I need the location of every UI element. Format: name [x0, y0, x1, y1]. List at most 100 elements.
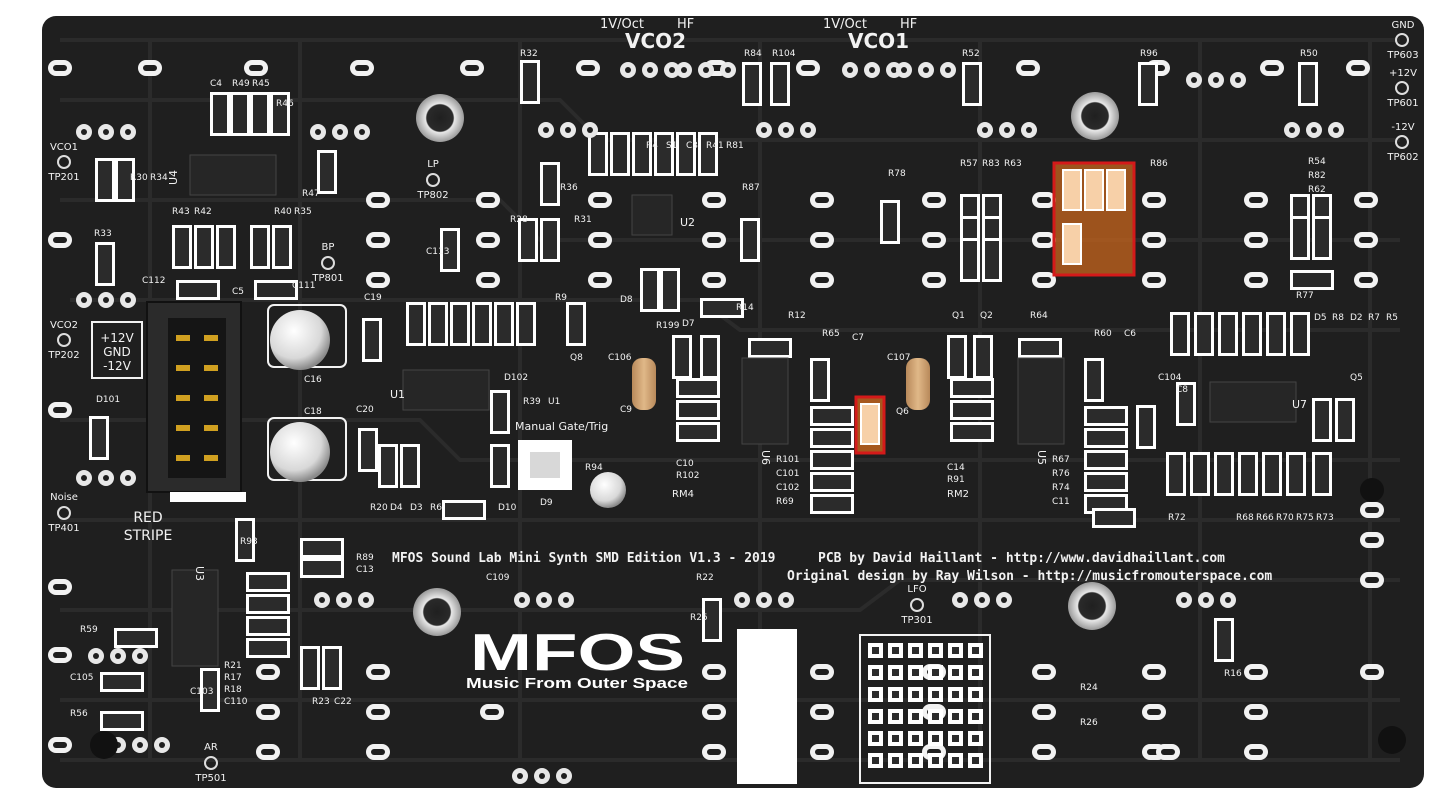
pad-oval: [1244, 232, 1268, 248]
smd-part: [950, 400, 994, 420]
smd-part: [246, 616, 290, 636]
pad-oval: [480, 704, 504, 720]
designator-label: R69: [776, 497, 794, 507]
designator-label: C8: [1176, 385, 1188, 395]
svg-text:U5: U5: [1035, 450, 1048, 465]
pad-oval: [1354, 192, 1378, 208]
designator-label: R67: [1052, 455, 1070, 465]
smd-part: [740, 218, 760, 262]
smd-part: [1290, 312, 1310, 356]
smd-part: [520, 60, 540, 104]
pad-oval: [1032, 232, 1056, 248]
designator-label: C113: [426, 247, 449, 257]
designator-label: C13: [356, 565, 374, 575]
smd-part: [1084, 450, 1128, 470]
svg-text:TP201: TP201: [47, 172, 79, 183]
pad-oval: [1032, 704, 1056, 720]
ic-packages: [171, 154, 1297, 667]
pad-oval: [1244, 192, 1268, 208]
pad-oval: [48, 60, 72, 76]
designator-label: R22: [696, 573, 714, 583]
designator-label: C18: [304, 407, 322, 417]
smd-part: [1290, 216, 1310, 260]
svg-text:TP202: TP202: [47, 350, 79, 361]
pad-oval: [922, 232, 946, 248]
smd-part: [254, 280, 298, 300]
svg-text:BP: BP: [322, 242, 335, 253]
smd-part: [230, 92, 250, 136]
testpoint-gnd: GND TP603: [1386, 20, 1418, 61]
designator-label: R84: [744, 49, 762, 59]
smd-part: [1238, 452, 1258, 496]
smd-part: [322, 646, 342, 690]
manual-gate-label: Manual Gate/Trig: [515, 420, 608, 433]
pad-oval: [366, 272, 390, 288]
pad-oval: [1016, 60, 1040, 76]
designator-label: R50: [1300, 49, 1318, 59]
designator-label: R6: [430, 503, 442, 513]
smd-part: [362, 318, 382, 362]
svg-text:TP802: TP802: [416, 190, 448, 201]
designator-label: D8: [620, 295, 633, 305]
pad-oval: [366, 232, 390, 248]
designator-label: R101: [776, 455, 799, 465]
smd-part: [250, 225, 270, 269]
svg-text:TP401: TP401: [47, 523, 79, 534]
smd-part: [172, 225, 192, 269]
designator-label: C111: [292, 281, 315, 291]
designator-label: C16: [304, 375, 322, 385]
designator-label: C9: [620, 405, 632, 415]
smd-part: [1170, 312, 1190, 356]
svg-text:U4: U4: [167, 170, 180, 185]
designator-label: R41: [706, 141, 724, 151]
designator-label: R91: [947, 475, 965, 485]
smd-part: [518, 218, 538, 262]
designator-label: R34: [150, 173, 168, 183]
smd-part: [246, 638, 290, 658]
testpoints-group: GND TP603 +12V TP601 -12V TP602 VCO1 TP2…: [47, 20, 1418, 784]
svg-text:VCO2: VCO2: [50, 320, 78, 331]
smd-part: [1286, 452, 1306, 496]
smd-part: [89, 416, 109, 460]
designator-label: R9: [555, 293, 567, 303]
svg-text:HF: HF: [900, 17, 917, 32]
designator-label: C20: [356, 405, 374, 415]
designator-label: R104: [772, 49, 796, 59]
power-label-minus12: -12V: [103, 359, 132, 373]
smd-part: [810, 358, 830, 402]
smd-part: [588, 132, 608, 176]
smd-part: [676, 378, 720, 398]
smd-part: [1084, 406, 1128, 426]
designator-label: R74: [1052, 483, 1070, 493]
pad-oval: [1244, 664, 1268, 680]
pad-oval: [366, 192, 390, 208]
designator-label: S1: [666, 141, 677, 151]
smd-part: [272, 225, 292, 269]
designator-label: R77: [1296, 291, 1314, 301]
smd-part: [810, 428, 854, 448]
smd-part: [742, 62, 762, 106]
smd-part: [660, 268, 680, 312]
power-label-plus12: +12V: [100, 331, 134, 345]
smd-part: [810, 472, 854, 492]
smd-part: [270, 92, 290, 136]
designator-label: R18: [224, 685, 242, 695]
designator-label: R45: [252, 79, 270, 89]
smd-part: [1312, 398, 1332, 442]
designator-label: R25: [690, 613, 708, 623]
pad-oval: [256, 704, 280, 720]
designator-label: R14: [736, 303, 754, 313]
smd-part: [358, 428, 378, 472]
svg-text:AR: AR: [204, 742, 218, 753]
svg-text:TP801: TP801: [311, 273, 343, 284]
smd-part: [950, 378, 994, 398]
designator-label: C10: [676, 459, 694, 469]
pad-oval: [1260, 60, 1284, 76]
smd-part: [100, 711, 144, 731]
smd-part: [1018, 338, 1062, 358]
smd-part: [1218, 312, 1238, 356]
designator-label: R47: [302, 189, 320, 199]
pad-oval: [1346, 60, 1370, 76]
pad-oval: [588, 272, 612, 288]
designator-label: R78: [888, 169, 906, 179]
